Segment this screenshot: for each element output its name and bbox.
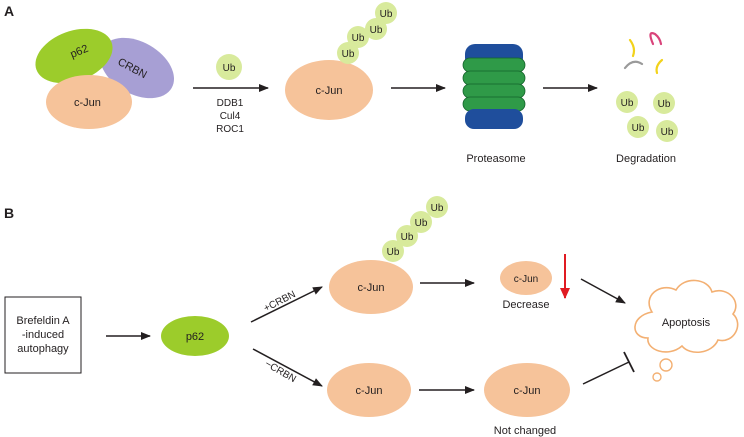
free-ub-4: [656, 120, 678, 142]
free-ub-group: Ub Ub Ub Ub: [616, 91, 678, 142]
ligase-roc1: ROC1: [216, 124, 244, 135]
small-cjun-label: c-Jun: [514, 274, 538, 285]
ub-circle: [216, 54, 242, 80]
b-cjun-label: c-Jun: [356, 385, 383, 397]
free-ub-1: [616, 91, 638, 113]
ub-chain-a-3: [365, 18, 387, 40]
unchanged-cjun-ellipse: [484, 363, 570, 417]
ub-chain-a-4-label: Ub: [380, 9, 393, 20]
brefeldin-line-3: autophagy: [17, 343, 69, 355]
plus-crbn-arrow: [250, 286, 323, 323]
ligase-ddb1: DDB1: [217, 98, 244, 109]
ub-chain-a-3-label: Ub: [370, 25, 383, 36]
ub-cjun-ellipse: [285, 60, 373, 120]
b-p62-ellipse: [161, 316, 229, 356]
unchanged-cjun-label: c-Jun: [514, 385, 541, 397]
panel-a-label: A: [4, 3, 14, 19]
panel-b-label: B: [4, 205, 14, 221]
brefeldin-line-1: Brefeldin A: [16, 315, 70, 327]
free-ub-1-label: Ub: [621, 98, 634, 109]
free-ub-4-label: Ub: [661, 127, 674, 138]
ub-chain-b-1-label: Ub: [387, 247, 400, 258]
ub-chain-b-2: [396, 225, 418, 247]
ub-chain-a-2-label: Ub: [352, 33, 365, 44]
brefeldin-box: [4, 296, 82, 374]
ub-chain-a-2: [347, 26, 369, 48]
ub-chain-b: Ub Ub Ub Ub: [382, 196, 448, 262]
to-apoptosis-arrow: [580, 278, 626, 304]
cloud-bubble-2: [652, 372, 662, 382]
free-ub-3: [627, 116, 649, 138]
minus-crbn-arrow: [252, 348, 323, 387]
proteasome-cap-bottom: [465, 109, 523, 129]
minus-crbn-label: −CRBN: [263, 359, 298, 386]
ub-chain-b-3: [410, 211, 432, 233]
ub-chain-a-1-label: Ub: [342, 49, 355, 60]
ub-chain-b-2-label: Ub: [401, 232, 414, 243]
ub-chain-b-4: [426, 196, 448, 218]
cloud-shape: [634, 279, 739, 353]
free-ub-2: [653, 92, 675, 114]
b-cjun-ellipse: [327, 363, 411, 417]
inhibition-line: [582, 361, 630, 385]
p62-ellipse: [35, 28, 113, 84]
complex-cjun-label: c-Jun: [74, 97, 101, 109]
p62-crbn-cjun-complex: p62 CRBN c-Jun: [35, 28, 174, 129]
b-ub-cjun-label: c-Jun: [358, 282, 385, 294]
decrease-label: Decrease: [502, 299, 549, 311]
ub-chain-b-4-label: Ub: [431, 203, 444, 214]
proteasome: [462, 44, 526, 129]
free-ub-2-label: Ub: [658, 99, 671, 110]
peptide-fragments: [623, 32, 664, 75]
apoptosis-label: Apoptosis: [662, 317, 711, 329]
b-p62-label: p62: [186, 331, 204, 343]
apoptosis-cloud: [634, 279, 739, 382]
small-cjun-ellipse: [500, 261, 552, 295]
cloud-bubble-1: [659, 358, 673, 372]
ub-chain-a-4: [375, 2, 397, 24]
not-changed-label: Not changed: [494, 425, 556, 437]
inhibition-bar: [623, 351, 635, 373]
free-ub-3-label: Ub: [632, 123, 645, 134]
ub-chain-a-1: [337, 42, 359, 64]
proteasome-label: Proteasome: [466, 153, 525, 165]
cjun-ellipse: [46, 75, 132, 129]
degradation-label: Degradation: [616, 153, 676, 165]
ligase-cul4: Cul4: [220, 111, 241, 122]
ub-cjun-label: c-Jun: [316, 85, 343, 97]
brefeldin-line-2: -induced: [22, 329, 64, 341]
ub-chain-b-3-label: Ub: [415, 218, 428, 229]
b-ub-cjun-ellipse: [329, 260, 413, 314]
ub-chain-b-1: [382, 240, 404, 262]
ub-chain-a: Ub Ub Ub Ub: [337, 2, 397, 64]
ub-label: Ub: [223, 63, 236, 74]
